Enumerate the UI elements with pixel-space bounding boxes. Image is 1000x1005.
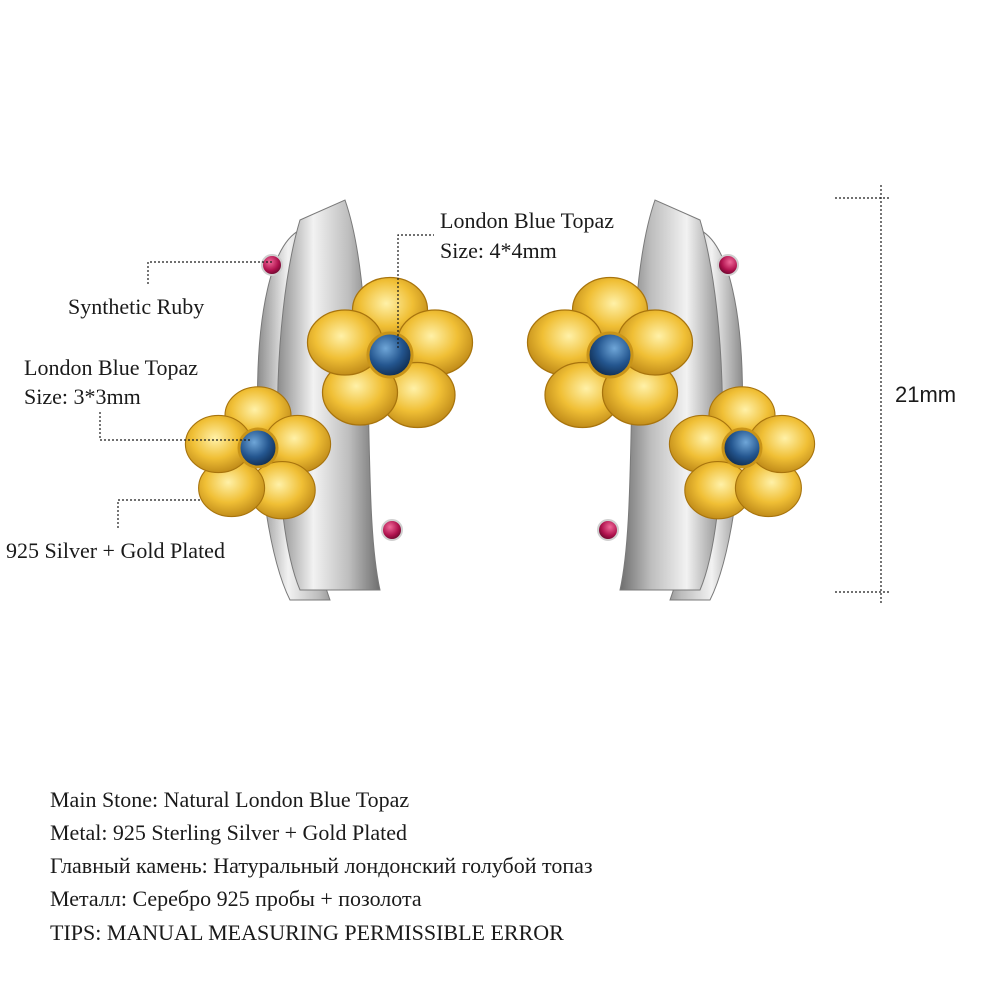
leader-topaz-small [99, 410, 250, 441]
leader-topaz-large [397, 234, 434, 348]
spec-line-tips: TIPS: MANUAL MEASURING PERMISSIBLE ERROR [50, 920, 564, 945]
spec-line-metal: Metal: 925 Sterling Silver + Gold Plated [50, 820, 408, 845]
leader-metal [117, 499, 200, 530]
leader-ruby [147, 261, 272, 285]
label-metal: 925 Silver + Gold Plated [6, 538, 225, 563]
label-ruby: Synthetic Ruby [68, 294, 204, 319]
spec-line-metal-ru: Металл: Серебро 925 пробы + позолота [50, 886, 422, 911]
left-ruby-bottom [381, 519, 403, 541]
dimension-marker [835, 185, 890, 605]
left-topaz-large [366, 331, 414, 379]
label-topaz-small-name: London Blue Topaz [24, 355, 198, 380]
label-topaz-small-size: Size: 3*3mm [24, 384, 141, 409]
label-topaz-large-name: London Blue Topaz [440, 208, 614, 233]
left-ruby-top [261, 254, 283, 276]
left-earring [184, 199, 474, 601]
right-earring [526, 199, 816, 601]
dimension-label: 21mm [895, 382, 956, 407]
spec-line-main-stone-ru: Главный камень: Натуральный лондонский г… [50, 853, 593, 878]
leader-lines [99, 234, 434, 530]
spec-line-main-stone: Main Stone: Natural London Blue Topaz [50, 787, 410, 812]
left-topaz-small [237, 427, 279, 469]
label-topaz-large-size: Size: 4*4mm [440, 238, 557, 263]
